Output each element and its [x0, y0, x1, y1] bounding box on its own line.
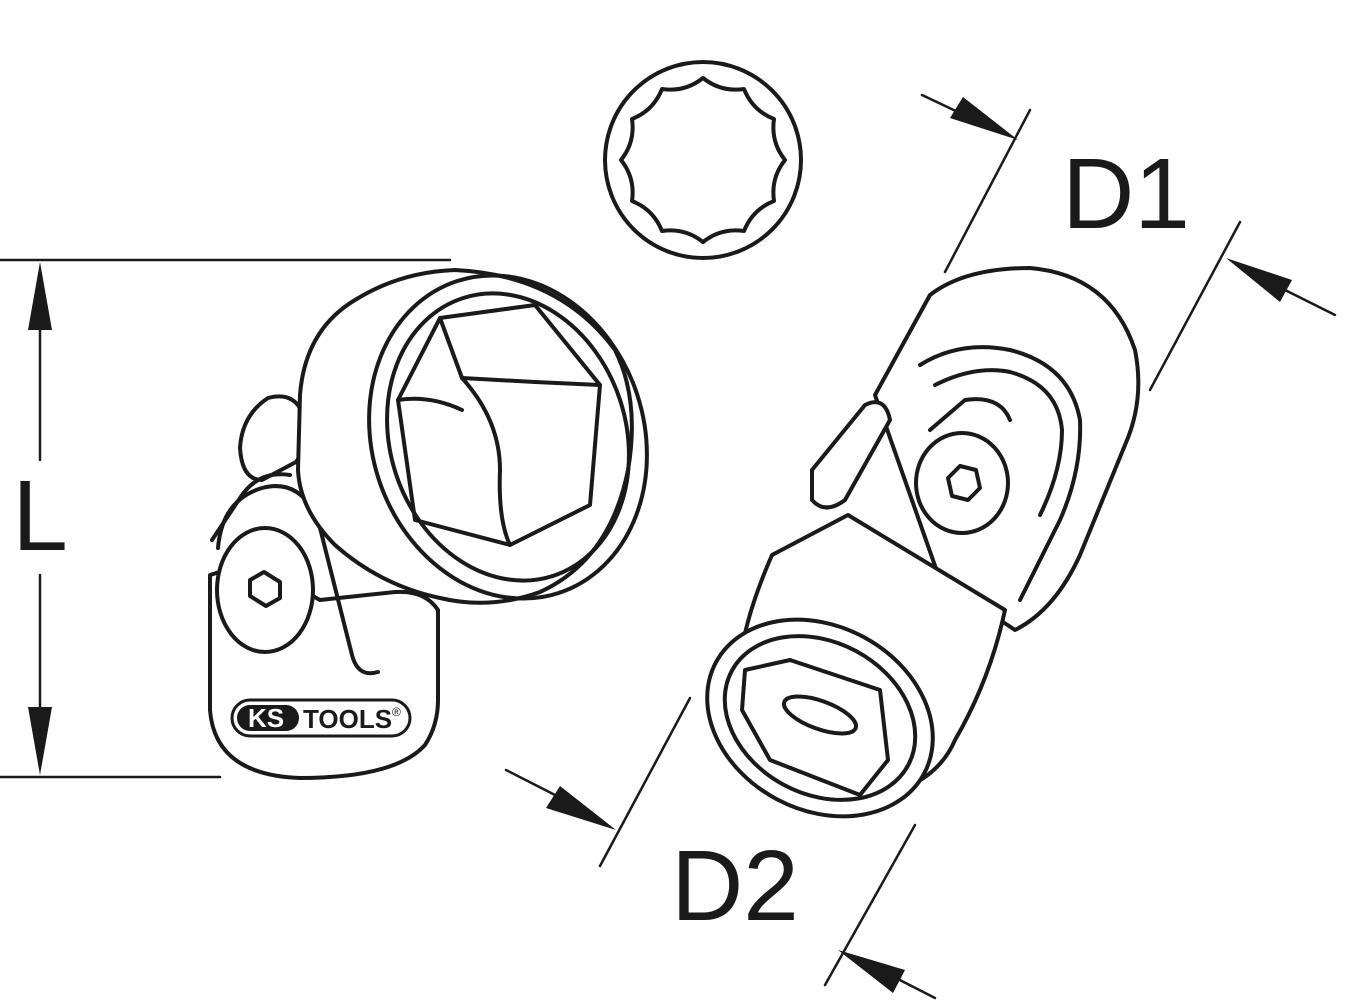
right-pin-hex-icon	[946, 464, 982, 502]
right-fork-inner	[918, 345, 1083, 602]
dim-d1-extension-left	[943, 108, 1032, 274]
logo-brand-left: KS	[248, 703, 284, 733]
dim-d2-extension-left	[598, 696, 692, 868]
dimension-d1: D1	[920, 93, 1337, 392]
dim-l-label: L	[12, 460, 68, 572]
dim-l-arrow-top	[28, 262, 52, 330]
dim-d2-leader-left	[504, 768, 557, 797]
dim-d2-extension-right	[823, 823, 917, 987]
right-ball-detent	[781, 694, 859, 736]
profile-outer-circle	[603, 60, 803, 260]
right-drive-rim	[705, 617, 935, 819]
dim-d1-leader-left	[920, 93, 962, 115]
dim-d2-label: D2	[671, 830, 799, 942]
right-square-drive-opening	[740, 658, 890, 797]
dim-d1-arrow-right	[1226, 258, 1292, 302]
right-socket-head	[873, 266, 1141, 632]
dim-d1-extension-right	[1148, 220, 1242, 392]
right-fork-inner-2	[933, 368, 1064, 517]
left-socket-rim	[367, 273, 649, 601]
profile-twelve-point-opening	[619, 76, 787, 244]
left-hex-inner-edge	[396, 396, 464, 412]
ks-tools-logo: KS TOOLS ®	[230, 698, 412, 738]
left-pin-boss	[215, 526, 315, 654]
left-pin-hex-icon	[248, 570, 282, 608]
right-pin-boss	[914, 431, 1010, 535]
right-pin-bracket	[928, 397, 1012, 432]
dim-d1-label: D1	[1062, 138, 1190, 250]
logo-badge-dark	[237, 705, 299, 731]
dim-d2-arrow-right	[838, 950, 905, 993]
dim-l-arrow-bottom	[28, 707, 52, 775]
left-universal-socket: KS TOOLS ®	[208, 268, 649, 780]
left-hex-inner-top	[438, 316, 602, 387]
dim-d2-arrow-left	[546, 786, 616, 830]
left-socket-head	[296, 268, 634, 605]
right-pin-rod	[810, 400, 892, 510]
right-drive-rim-inner	[722, 634, 918, 802]
logo-brand-right: TOOLS	[303, 704, 392, 734]
dimension-d2: D2	[504, 696, 937, 1000]
twelve-point-profile	[603, 60, 803, 260]
dim-d1-arrow-left	[950, 97, 1018, 140]
left-hex-inner-side	[460, 376, 512, 547]
left-yoke-tab	[238, 394, 308, 482]
logo-registered-mark: ®	[392, 705, 401, 719]
dim-d1-leader-right	[1283, 288, 1337, 317]
right-universal-socket	[705, 266, 1141, 819]
left-hex-opening	[396, 303, 602, 547]
dimension-l: L	[0, 258, 452, 779]
left-socket-rim-inner	[385, 291, 631, 583]
